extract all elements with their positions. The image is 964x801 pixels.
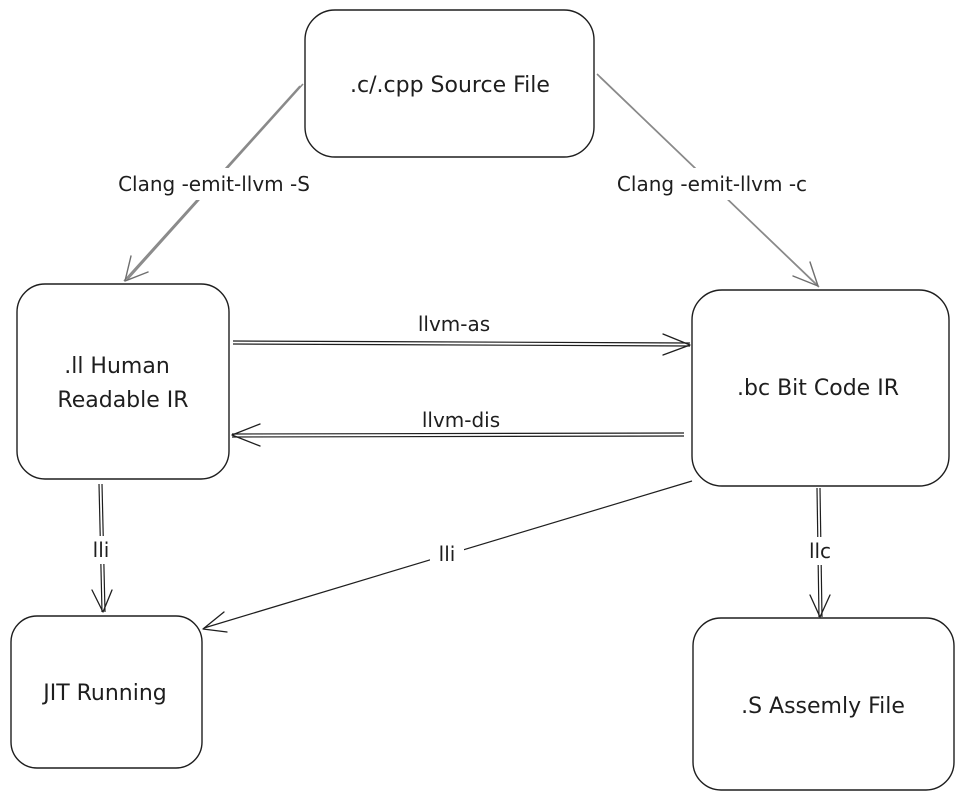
edge-label-llc: llc [809, 539, 831, 563]
node-ll-ir-label-line2: Readable IR [57, 388, 188, 413]
node-asm: .S Assemly File [692, 617, 955, 791]
edge-label-bg [84, 536, 120, 564]
edge-label-bg [430, 540, 464, 568]
node-ll-ir-label-line1: .ll Human [64, 354, 170, 379]
edge-ll-to-bc [232, 333, 691, 356]
edge-label-llvm-as: llvm-as [418, 312, 490, 336]
node-jit-label: JIT Running [41, 681, 167, 706]
edge-label-lli-from-ll: lli [93, 538, 110, 562]
node-source-file: .c/.cpp Source File [304, 9, 595, 158]
edge-label-bg [597, 168, 827, 200]
edge-label-bg [800, 537, 840, 565]
edge-label-emit-llvm-c: Clang -emit-llvm -c [617, 172, 807, 196]
edge-label-llvm-dis: llvm-dis [422, 408, 500, 432]
edge-bc-to-ll [231, 423, 685, 447]
edge-label-bg [104, 168, 326, 200]
node-bc-ir: .bc Bit Code IR [691, 289, 950, 487]
node-jit: JIT Running [10, 615, 203, 769]
node-ll-ir: .ll Human Readable IR [16, 283, 230, 480]
node-source-file-label: .c/.cpp Source File [350, 73, 550, 98]
node-asm-label: .S Assemly File [741, 694, 905, 719]
node-bc-ir-label: .bc Bit Code IR [737, 376, 899, 401]
edge-label-lli-from-bc: lli [439, 542, 456, 566]
edge-label-emit-llvm-s: Clang -emit-llvm -S [118, 172, 310, 196]
